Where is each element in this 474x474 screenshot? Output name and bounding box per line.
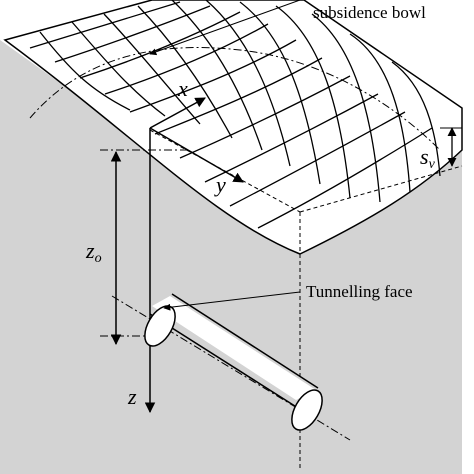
subsidence-bowl-leader	[149, 0, 301, 56]
subsidence-bowl-label: subsidence bowl	[313, 3, 426, 22]
ground-block	[0, 40, 462, 474]
settlement-label: sv	[420, 146, 435, 172]
surface-centerline	[29, 47, 441, 151]
depth-symbol: z	[86, 238, 95, 263]
mesh-lines-y	[39, 0, 441, 203]
y-axis-arrow	[149, 127, 244, 183]
z-axis-label: z	[128, 384, 137, 409]
x-axis-label: x	[178, 76, 188, 101]
y-axis-label: y	[216, 172, 226, 197]
depth-label: zo	[86, 240, 102, 266]
x-axis-arrow	[149, 97, 206, 129]
tunnelling-face-leader	[163, 291, 301, 311]
mesh-lines-x	[29, 1, 433, 229]
ground-surface	[3, 0, 463, 255]
settlement-symbol: s	[420, 144, 429, 169]
settlement-subscript: v	[428, 157, 435, 172]
tunnelling-face-label: Tunnelling face	[306, 282, 413, 301]
depth-subscript: o	[94, 251, 102, 266]
